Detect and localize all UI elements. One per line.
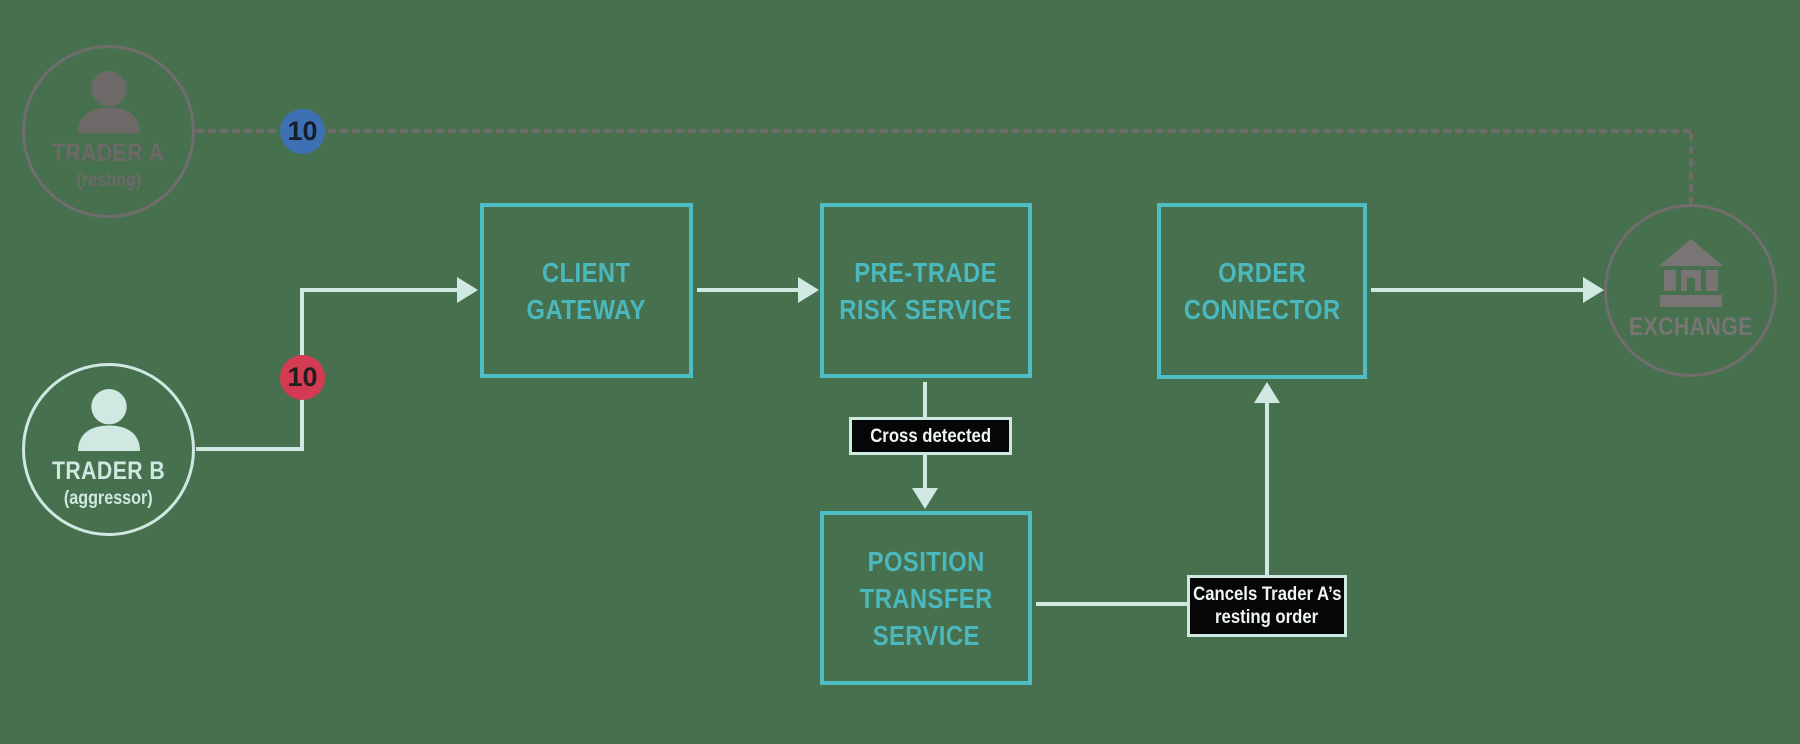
gateway-to-risk-line bbox=[697, 288, 800, 292]
position-transfer-node: POSITION TRANSFER SERVICE bbox=[820, 511, 1032, 685]
arrowhead-into-pre-trade-risk bbox=[798, 277, 819, 303]
arrowhead-into-client-gateway bbox=[457, 277, 478, 303]
trader-a-qty-badge: 10 bbox=[280, 109, 325, 154]
trader-b-qty-badge: 10 bbox=[280, 355, 325, 400]
transfer-to-cancel-label-line bbox=[1036, 602, 1187, 606]
trader-a-resting-order-dashed-line bbox=[196, 129, 1691, 133]
cross-detected-text: Cross detected bbox=[870, 425, 991, 447]
connector-to-exchange-line bbox=[1371, 288, 1584, 292]
position-transfer-label-line1: POSITION bbox=[867, 545, 985, 577]
order-connector-label-line2: CONNECTOR bbox=[1183, 294, 1341, 325]
client-gateway-label-line1: CLIENT bbox=[542, 256, 631, 288]
cancel-label-to-connector-line bbox=[1265, 401, 1269, 575]
arrowhead-into-exchange bbox=[1583, 277, 1604, 303]
arrowhead-into-order-connector bbox=[1254, 382, 1280, 403]
trader-a-resting-order-dashed-line-down bbox=[1689, 133, 1693, 205]
cross-detected-annotation: Cross detected bbox=[849, 417, 1012, 455]
person-icon bbox=[77, 389, 140, 451]
trader-a-node: TRADER A (resting) bbox=[22, 45, 195, 218]
cross-label-to-transfer-line bbox=[923, 455, 927, 489]
exchange-node: EXCHANGE bbox=[1604, 204, 1777, 377]
cancel-order-annotation: Cancels Trader A’s resting order bbox=[1187, 575, 1347, 637]
cancel-order-text-line1: Cancels Trader A’s bbox=[1192, 584, 1342, 605]
cancel-order-text-line2: resting order bbox=[1215, 607, 1319, 628]
pre-trade-risk-label-line1: PRE-TRADE bbox=[854, 256, 998, 288]
trader-b-order-line-h2 bbox=[300, 288, 458, 292]
bank-icon bbox=[1658, 239, 1723, 307]
trader-a-role: (resting) bbox=[76, 170, 141, 191]
arrowhead-into-position-transfer bbox=[912, 488, 938, 509]
order-connector-node: ORDER CONNECTOR bbox=[1157, 203, 1367, 379]
trader-b-role: (aggressor) bbox=[64, 488, 153, 509]
trader-b-name: TRADER B bbox=[51, 457, 166, 485]
pre-trade-risk-label-line2: RISK SERVICE bbox=[839, 293, 1013, 325]
client-gateway-label-line2: GATEWAY bbox=[526, 293, 647, 325]
trader-b-node: TRADER B (aggressor) bbox=[22, 363, 195, 536]
position-transfer-label-line2: TRANSFER bbox=[859, 582, 993, 614]
risk-to-cross-label-line bbox=[923, 382, 927, 417]
trader-a-name: TRADER A bbox=[52, 139, 165, 167]
pre-trade-risk-node: PRE-TRADE RISK SERVICE bbox=[820, 203, 1032, 378]
client-gateway-node: CLIENT GATEWAY bbox=[480, 203, 693, 378]
position-transfer-label-line3: SERVICE bbox=[872, 619, 980, 651]
trader-b-order-line-h1 bbox=[196, 447, 304, 451]
person-icon bbox=[77, 71, 140, 133]
order-connector-label-line1: ORDER bbox=[1217, 257, 1307, 288]
exchange-label: EXCHANGE bbox=[1628, 313, 1753, 341]
